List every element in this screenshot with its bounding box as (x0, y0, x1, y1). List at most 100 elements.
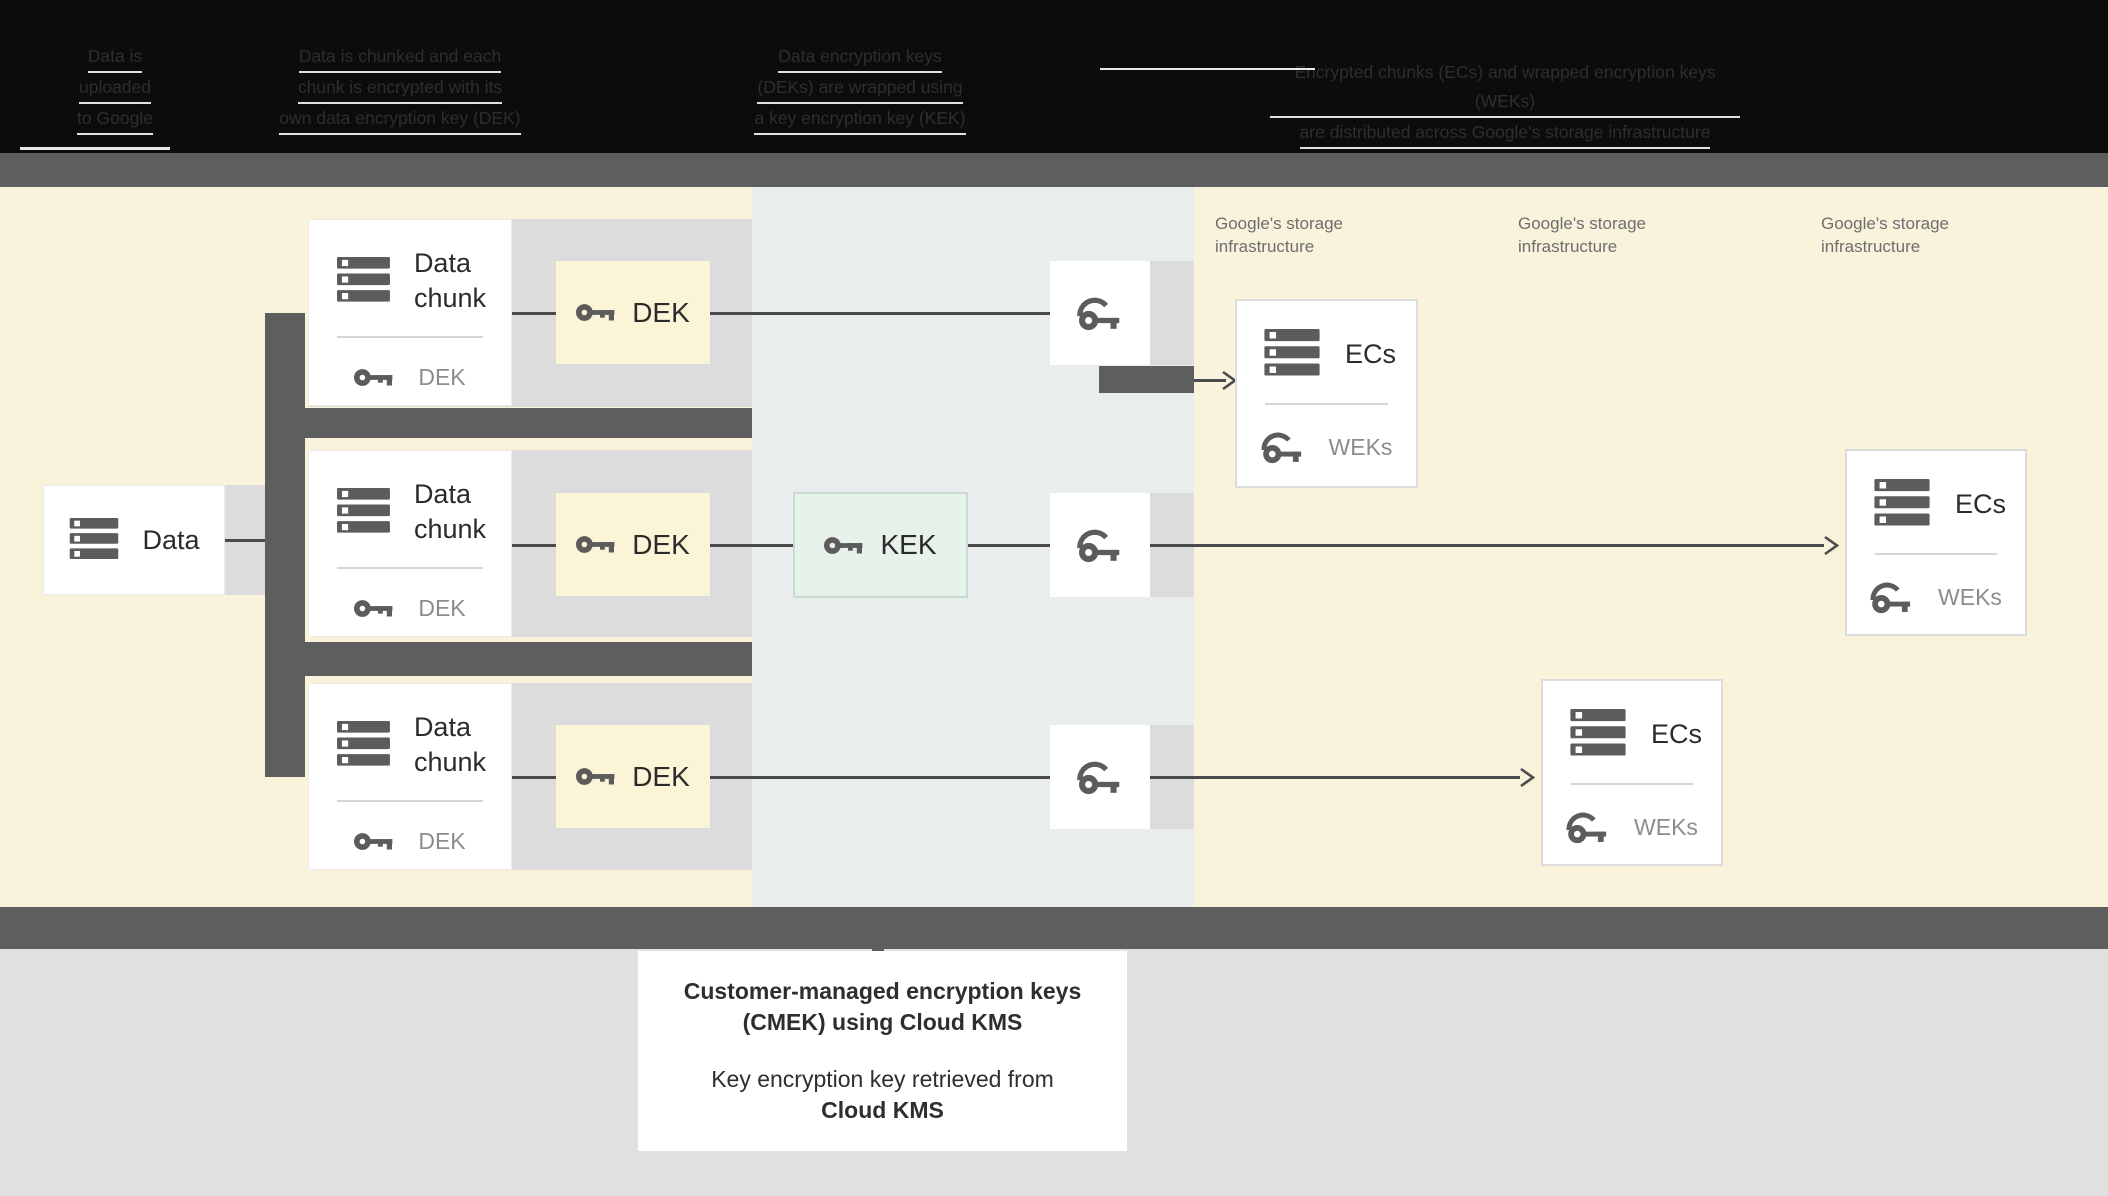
chunk-trunk-bar (265, 313, 305, 777)
divider-strip-top (0, 153, 2108, 187)
data-chunk-card-bottom: DEK (309, 828, 511, 855)
key-icon (824, 535, 864, 556)
data-stack-icon (1570, 709, 1626, 756)
storage-infrastructure-label: Google's storage infrastructure (1518, 212, 1748, 258)
diagram-canvas: Data Data chunk DEK DEK Dat (0, 187, 2108, 907)
connector-line (512, 776, 556, 779)
card-divider (337, 567, 483, 569)
header-step-1: Data is uploaded to Google (35, 42, 195, 135)
wrapped-key-box (1050, 261, 1150, 365)
header-artifact-line (20, 147, 170, 150)
arrow-line (1194, 379, 1226, 382)
distribution-pipe-bar (1099, 366, 1194, 393)
connector-line (968, 544, 1050, 547)
card-divider (1571, 783, 1693, 785)
connector-line (225, 539, 269, 542)
wrapped-key-icon (1077, 760, 1123, 795)
row-pipe-bar (305, 642, 752, 676)
ecs-box: ECs WEKs (1541, 679, 1723, 866)
header-band: Data is uploaded to Google Data is chunk… (0, 0, 2108, 153)
storage-label-line-1: Google's storage (1518, 214, 1646, 233)
card-divider (1265, 403, 1388, 405)
kek-box-label: KEK (880, 529, 937, 560)
header-step-2-line-1: Data is chunked and each (298, 42, 502, 73)
connector-line (512, 312, 556, 315)
key-icon (354, 831, 394, 852)
data-chunk-sub-label: DEK (418, 364, 466, 390)
wrapped-key-icon (1870, 581, 1914, 614)
data-box: Data (43, 485, 225, 595)
caption-line-2: (CMEK) using Cloud KMS (742, 1009, 1023, 1035)
ecs-title: ECs (1651, 718, 1703, 749)
weks-label: WEKs (1634, 814, 1698, 840)
header-step-1-line-1: Data is (87, 42, 143, 73)
key-icon (354, 598, 394, 619)
ecs-title: ECs (1345, 338, 1397, 369)
row-pipe-bar (305, 408, 752, 438)
ecs-box-top: ECs (1237, 301, 1416, 379)
storage-label-line-2: infrastructure (1821, 237, 1921, 256)
caption-line-3: Key encryption key retrieved from (711, 1066, 1054, 1092)
dek-box-label: DEK (632, 760, 690, 792)
header-step-3-line-2: (DEKs) are wrapped using (757, 73, 963, 104)
data-chunk-card: Data chunk DEK (308, 683, 512, 870)
header-step-2-line-2: chunk is encrypted with its (297, 73, 503, 104)
storage-infrastructure-label: Google's storage infrastructure (1821, 212, 2051, 258)
ecs-box-top: ECs (1543, 681, 1721, 759)
ecs-box-bottom: WEKs (1237, 431, 1416, 464)
wrapped-key-icon (1261, 431, 1305, 464)
connector-line (710, 776, 1050, 779)
data-chunk-card-bottom: DEK (309, 364, 511, 391)
wrapped-key-box (1050, 493, 1150, 597)
header-step-2-line-3: own data encryption key (DEK) (279, 104, 521, 135)
wrapped-key-box (1050, 725, 1150, 829)
data-chunk-title: Data chunk (413, 479, 486, 544)
data-chunk-title: Data chunk (413, 248, 486, 313)
data-box-label: Data (142, 524, 200, 555)
key-icon (354, 367, 394, 388)
key-icon (576, 766, 616, 787)
data-stack-icon (1264, 329, 1320, 376)
ecs-box: ECs WEKs (1235, 299, 1418, 488)
header-artifact-line (1100, 68, 1315, 70)
header-step-1-line-3: to Google (77, 104, 153, 135)
data-stack-icon (337, 488, 390, 533)
data-stack-icon (1874, 479, 1930, 526)
key-icon (576, 534, 616, 555)
header-step-3-line-3: a key encryption key (KEK) (754, 104, 966, 135)
data-stack-icon (70, 518, 119, 559)
storage-label-line-1: Google's storage (1821, 214, 1949, 233)
data-stack-icon (337, 257, 390, 302)
key-icon (576, 302, 616, 323)
data-chunk-card-top: Data chunk (309, 684, 511, 780)
data-chunk-sub-label: DEK (418, 828, 466, 854)
arrow-line (1150, 544, 1824, 547)
dek-box: DEK (556, 261, 710, 364)
wrapped-key-side-band (1150, 261, 1194, 365)
kek-box: KEK (793, 492, 968, 598)
header-step-2: Data is chunked and each chunk is encryp… (245, 42, 555, 135)
ecs-title: ECs (1955, 488, 2007, 519)
wrapped-key-icon (1077, 296, 1123, 331)
connector-line (710, 544, 793, 547)
wrapped-key-icon (1566, 811, 1610, 844)
card-divider (337, 800, 483, 802)
caption-spacer (638, 1038, 1127, 1064)
data-chunk-card: Data chunk DEK (308, 450, 512, 637)
header-step-4-line-2: are distributed across Google's storage … (1299, 118, 1711, 149)
storage-label-line-2: infrastructure (1518, 237, 1618, 256)
card-divider (1875, 553, 1997, 555)
data-stack-icon (337, 721, 390, 766)
dek-box-label: DEK (632, 296, 690, 328)
storage-label-line-1: Google's storage (1215, 214, 1343, 233)
weks-label: WEKs (1328, 434, 1393, 460)
ecs-box: ECs WEKs (1845, 449, 2027, 636)
data-chunk-card-top: Data chunk (309, 220, 511, 316)
connector-line (512, 544, 556, 547)
weks-label: WEKs (1938, 584, 2002, 610)
caption-box: Customer-managed encryption keys (CMEK) … (638, 951, 1127, 1151)
wrapped-key-icon (1077, 528, 1123, 563)
arrow-line (1150, 776, 1520, 779)
header-step-1-line-2: uploaded (78, 73, 152, 104)
